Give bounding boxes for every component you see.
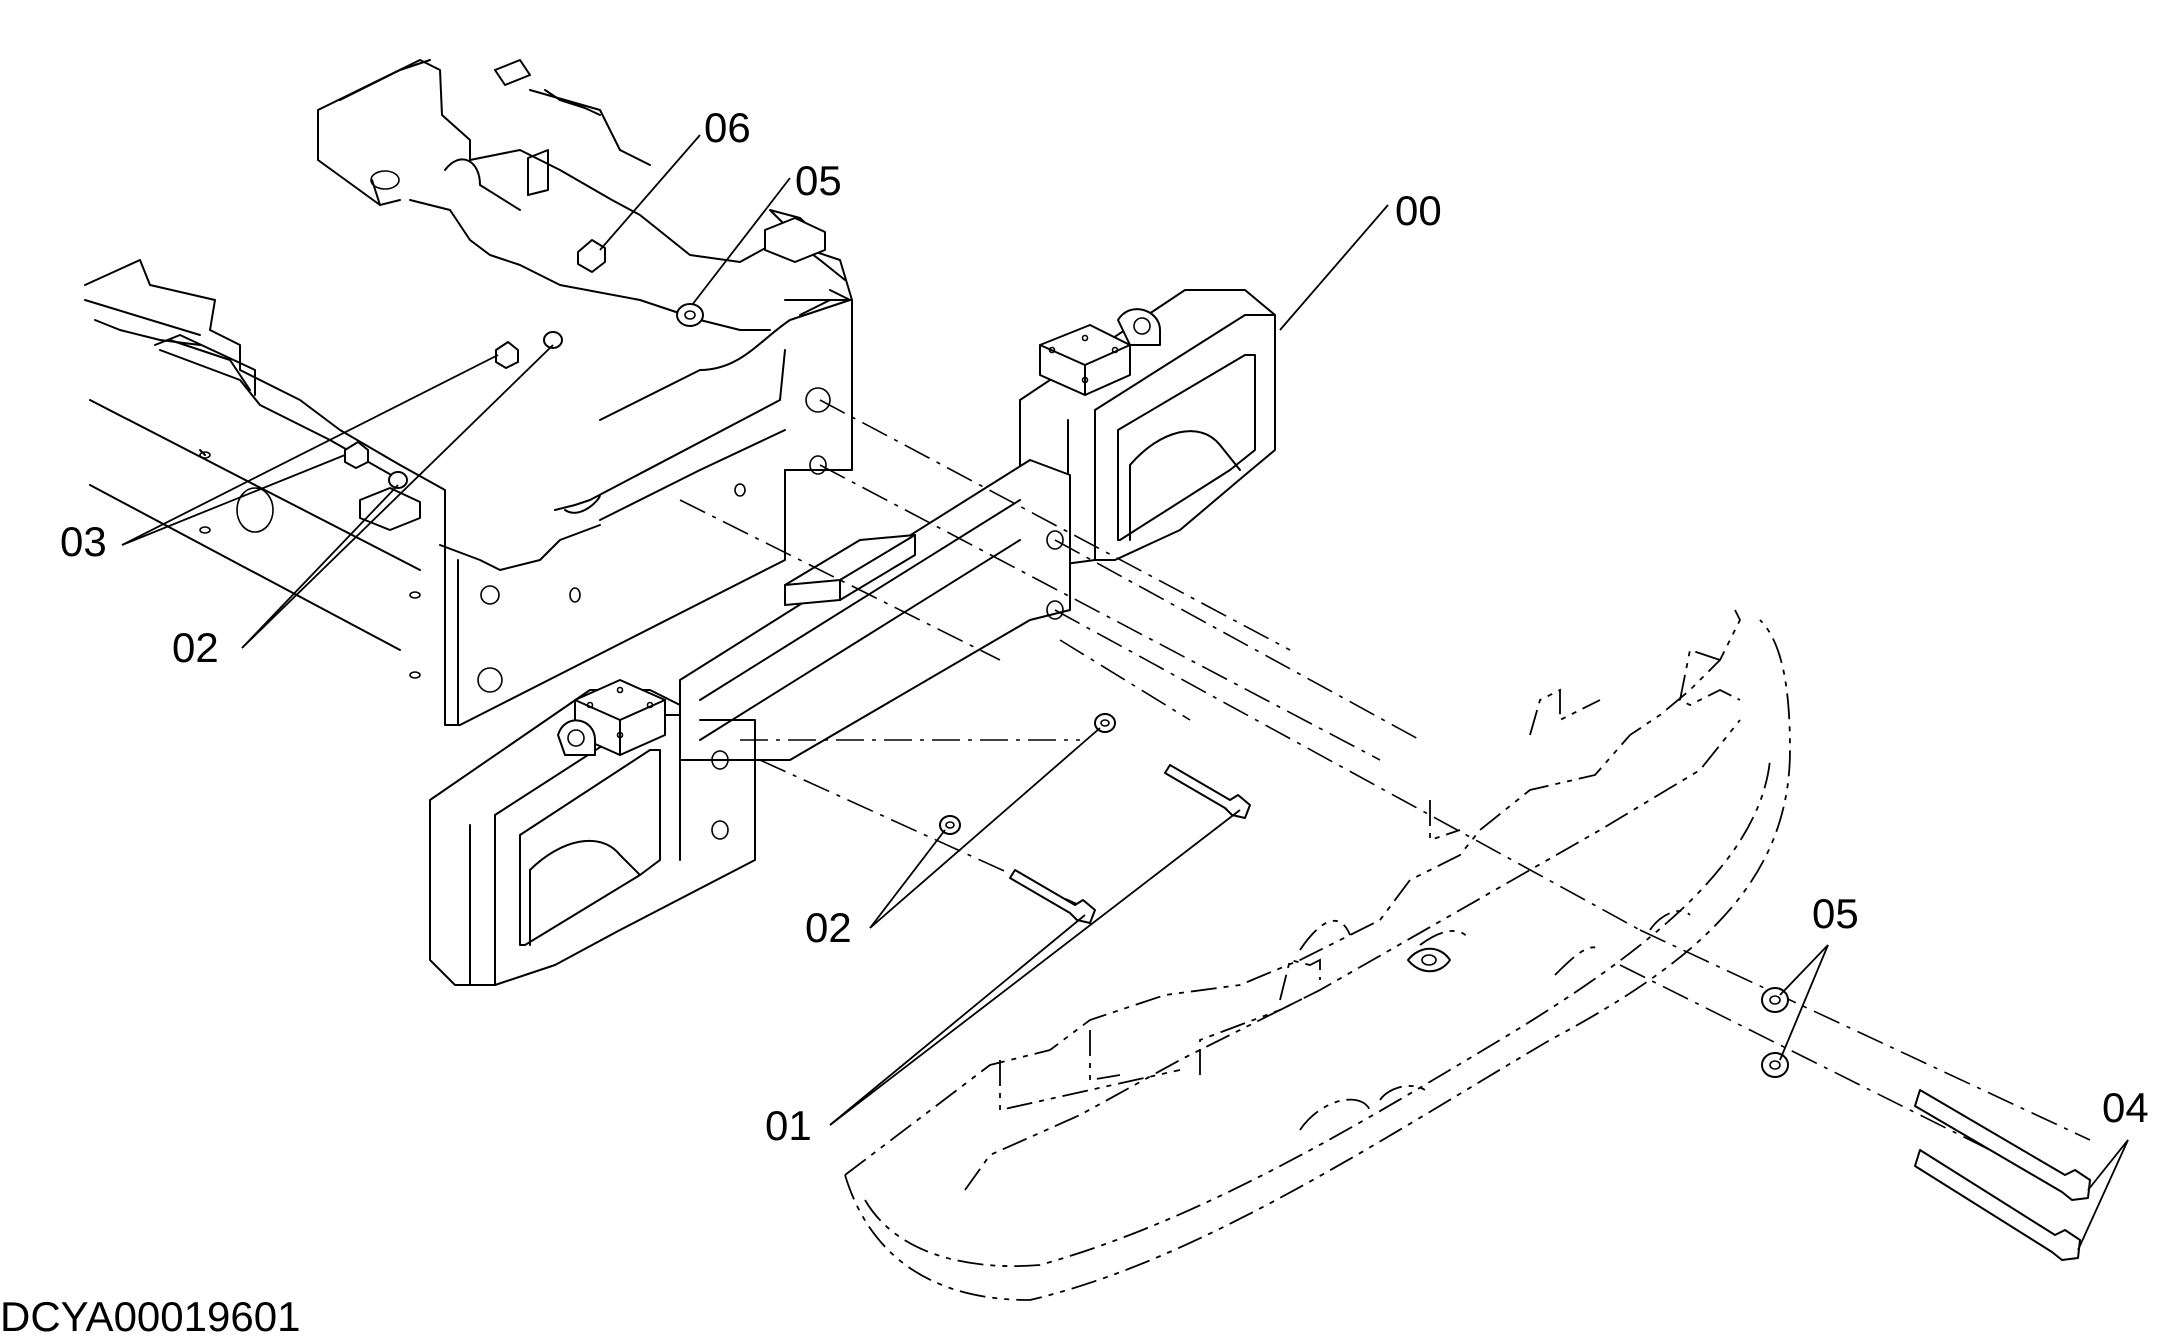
callout-labels: 00 06 05 03 02 02 01 05 04 — [60, 104, 2149, 1149]
callout-06: 06 — [704, 104, 751, 151]
drawing-code: DCYA00019601 — [0, 1293, 301, 1340]
callout-01: 01 — [765, 1102, 812, 1149]
leader-lines — [121, 134, 2129, 1251]
callout-05-top: 05 — [795, 157, 842, 204]
counterweight-phantom — [844, 609, 1791, 1301]
callout-03: 03 — [60, 518, 107, 565]
centerlines — [679, 399, 2091, 1201]
callout-05-right: 05 — [1812, 890, 1859, 937]
hardware — [344, 217, 2091, 1261]
callout-00: 00 — [1395, 187, 1442, 234]
counterweight-bracket — [429, 289, 1276, 986]
callout-02-lower: 02 — [805, 904, 852, 951]
callout-04: 04 — [2102, 1084, 2149, 1131]
callout-02-upper: 02 — [172, 624, 219, 671]
